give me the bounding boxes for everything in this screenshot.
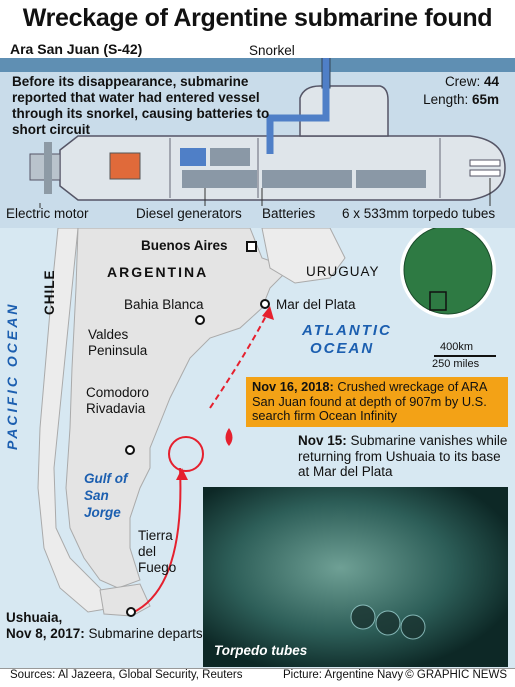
atlantic-label: ATLANTIC xyxy=(302,322,392,339)
departure-event: Ushuaia,Nov 8, 2017: Submarine departs xyxy=(6,610,203,641)
bahia-blanca-label: Bahia Blanca xyxy=(124,297,204,312)
photo-caption: Torpedo tubes xyxy=(214,643,308,658)
crew-count: Crew: 44 xyxy=(444,74,499,89)
submarine-diagram xyxy=(0,58,515,228)
footer xyxy=(0,668,515,687)
sub-length: Length: 65m xyxy=(423,92,499,107)
torpedo-photo xyxy=(203,487,508,667)
snorkel-label: Snorkel xyxy=(249,43,295,58)
scale-km: 400km xyxy=(440,341,474,353)
buenos-aires-label: Buenos Aires xyxy=(141,238,228,253)
ocean-label: OCEAN xyxy=(310,340,375,357)
incident-description: Before its disappearance, submarine repo… xyxy=(12,74,270,137)
found-event-box: Nov 16, 2018: Crushed wreckage of ARA Sa… xyxy=(246,377,508,427)
scale-miles: 250 miles xyxy=(432,358,480,370)
batteries-label: Batteries xyxy=(262,206,316,221)
electric-motor-label: Electric motor xyxy=(6,206,89,221)
graphic-news-credit: © GRAPHIC NEWS xyxy=(405,669,507,681)
chile-label: CHILE xyxy=(42,269,57,316)
picture-credit: Picture: Argentine Navy xyxy=(283,669,404,681)
mar-del-plata-label: Mar del Plata xyxy=(276,297,356,312)
page-title: Wreckage of Argentine submarine found xyxy=(22,4,493,32)
uruguay-label: URUGUAY xyxy=(306,264,380,279)
torpedo-tubes-label: 6 x 533mm torpedo tubes xyxy=(342,206,496,221)
vanish-event: Nov 15: Submarine vanishes while returni… xyxy=(298,433,508,479)
argentina-label: ARGENTINA xyxy=(107,264,209,280)
diesel-generators-label: Diesel generators xyxy=(136,206,242,221)
pacific-ocean-label: PACIFIC OCEAN xyxy=(4,301,20,450)
sources: Sources: Al Jazeera, Global Security, Re… xyxy=(10,669,243,681)
submarine-name: Ara San Juan (S-42) xyxy=(10,41,143,57)
